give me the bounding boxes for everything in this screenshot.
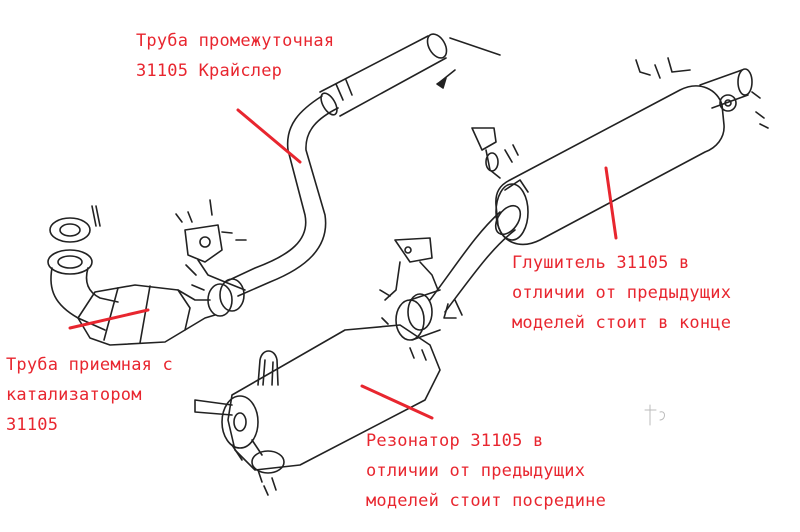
resonator-label-line3: моделей стоит посредине	[366, 491, 607, 511]
front-pipe-label-line2: катализатором	[6, 385, 142, 405]
muffler-drawing	[471, 57, 769, 246]
front-pipe-label-line3: 31105	[6, 415, 59, 435]
muffler-label-line2: отличии от предыдущих	[512, 283, 732, 303]
resonator-label: Резонатор 31105 в отличии от предыдущих …	[366, 426, 606, 516]
watermark-mark	[644, 404, 665, 426]
front-pipe-catalyst-drawing	[47, 199, 247, 346]
leader-muffler	[604, 166, 618, 240]
leader-front-pipe	[68, 308, 150, 330]
leader-intermediate-pipe	[236, 108, 302, 164]
intermediate-pipe-label-line2: 31105 Крайслер	[136, 61, 283, 81]
front-pipe-label: Труба приемная с катализатором 31105	[6, 350, 173, 440]
muffler-label-line1: Глушитель 31105 в	[512, 253, 690, 273]
annotation-leaders	[68, 108, 618, 420]
muffler-label-line3: моделей стоит в конце	[512, 313, 732, 333]
connecting-pipe-drawing	[429, 204, 522, 319]
muffler-label: Глушитель 31105 в отличии от предыдущих …	[512, 248, 731, 338]
resonator-drawing	[194, 237, 441, 496]
resonator-label-line1: Резонатор 31105 в	[366, 431, 544, 451]
intermediate-pipe-label: Труба промежуточная 31105 Крайслер	[136, 26, 334, 86]
front-pipe-label-line1: Труба приемная с	[6, 355, 173, 375]
leader-resonator	[360, 384, 434, 420]
intermediate-pipe-drawing	[224, 33, 501, 297]
resonator-label-line2: отличии от предыдущих	[366, 461, 586, 481]
intermediate-pipe-label-line1: Труба промежуточная	[136, 31, 335, 51]
